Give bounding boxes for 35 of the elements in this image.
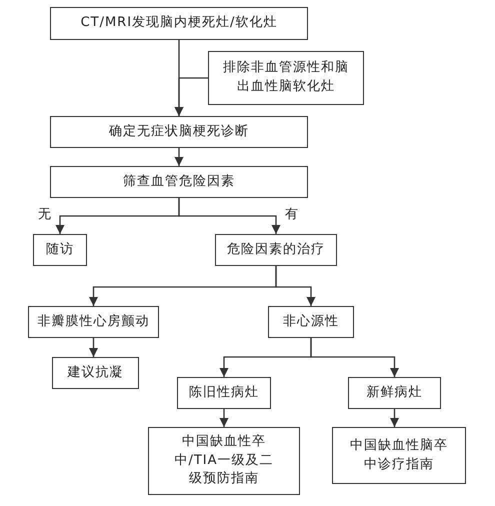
box-text: 确定无症状脑梗死诊断	[109, 122, 249, 141]
process-box	[50, 7, 308, 40]
arrow	[390, 409, 400, 427]
process-box	[208, 51, 364, 105]
box-text: 建议抗凝	[68, 364, 124, 382]
process-box	[50, 166, 308, 198]
process-box	[348, 377, 441, 409]
box-text: CT/MRI发现脑内梗死灶/软化灶	[80, 14, 278, 32]
box-text: 排除非血管源性和脑出血性脑软化灶	[222, 59, 350, 96]
process-box	[52, 357, 139, 389]
box-text: 随访	[46, 240, 74, 259]
arrow	[178, 198, 281, 234]
arrow	[174, 77, 208, 116]
arrow	[174, 148, 184, 166]
process-box	[332, 427, 466, 484]
edge-label: 有	[285, 207, 298, 223]
box-text: 陈旧性病灶	[189, 384, 259, 402]
box-text: 新鲜病灶	[366, 384, 422, 402]
box-text: 非瓣膜性心房颤动	[38, 312, 150, 331]
box-text: 中国缺血性卒中/TIA一级及二级预防指南	[173, 432, 275, 488]
arrow	[275, 266, 316, 306]
process-box	[268, 306, 354, 338]
process-box	[148, 427, 300, 495]
arrow	[310, 338, 400, 377]
box-text: 筛查血管危险因素	[123, 172, 235, 191]
box-text: 中国缺血性脑卒中诊疗指南	[349, 436, 449, 474]
process-box	[50, 116, 308, 148]
process-box	[215, 234, 337, 266]
arrow	[88, 338, 98, 357]
process-box	[177, 377, 271, 409]
process-box	[33, 234, 87, 266]
arrow	[219, 409, 229, 427]
process-box	[28, 306, 159, 338]
box-text: 危险因素的治疗	[227, 240, 325, 259]
box-text: 非心源性	[283, 312, 339, 331]
